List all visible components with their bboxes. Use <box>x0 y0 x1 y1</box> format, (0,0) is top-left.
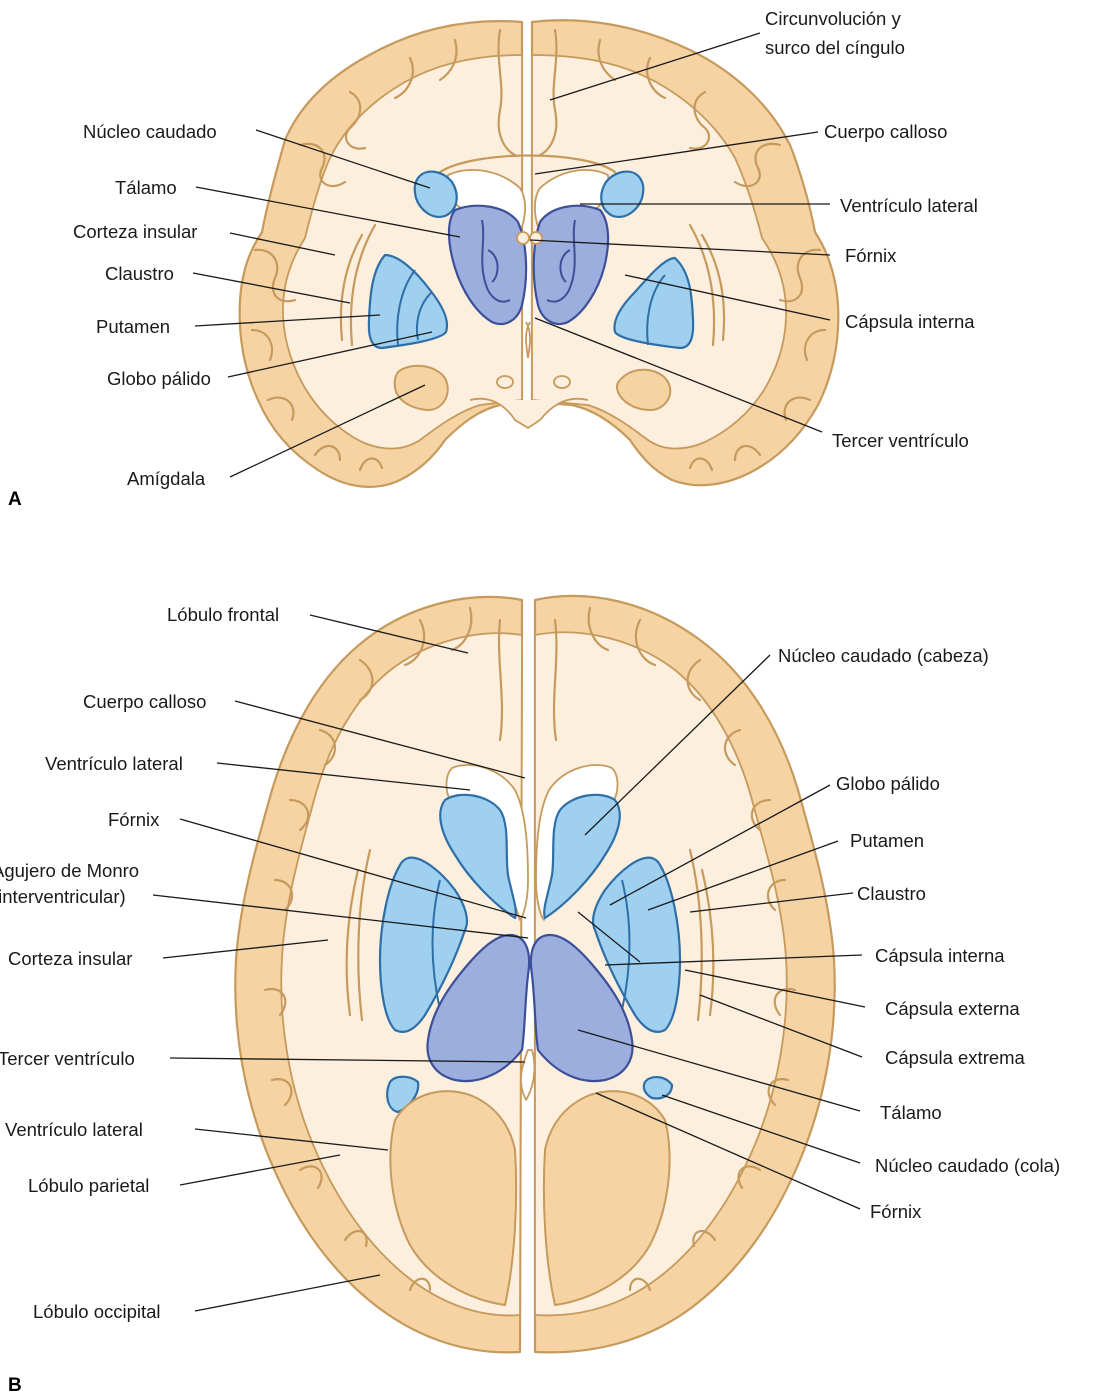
a-fornix-left <box>517 232 529 244</box>
a-label-fornix: Fórnix <box>845 245 897 266</box>
a-label-thalamus: Tálamo <box>115 177 177 198</box>
b-label-lateral-ventricle-2: Ventrículo lateral <box>5 1119 143 1140</box>
a-label-third-ventricle: Tercer ventrículo <box>832 430 969 451</box>
b-label-frontal-lobe: Lóbulo frontal <box>167 604 279 625</box>
b-label-thalamus: Tálamo <box>880 1102 942 1123</box>
a-fornix-right <box>530 232 542 244</box>
a-label-putamen: Putamen <box>96 316 170 337</box>
b-label-third-ventricle: Tercer ventrículo <box>0 1048 135 1069</box>
b-label-fornix-1: Fórnix <box>108 809 160 830</box>
panel-a-letter: A <box>8 489 22 510</box>
a-label-corpus-callosum: Cuerpo calloso <box>824 121 947 142</box>
b-caudate-tail-right[interactable] <box>644 1077 672 1098</box>
b-label-caudate-tail: Núcleo caudado (cola) <box>875 1155 1060 1176</box>
b-label-fornix-2: Fórnix <box>870 1201 922 1222</box>
b-third-ventricle <box>521 1050 535 1100</box>
b-label-putamen: Putamen <box>850 830 924 851</box>
b-label-monro-line2: (interventricular) <box>0 886 126 907</box>
b-label-lateral-ventricle-1: Ventrículo lateral <box>45 753 183 774</box>
a-third-ventricle <box>526 322 530 358</box>
a-label-cingulate-line2: surco del cíngulo <box>765 37 905 58</box>
a-label-cingulate-line1: Circunvolución y <box>765 8 901 29</box>
a-label-globus-pallidus: Globo pálido <box>107 368 211 389</box>
b-label-insula: Corteza insular <box>8 948 132 969</box>
panel-b-letter: B <box>8 1375 22 1396</box>
a-label-lateral-ventricle: Ventrículo lateral <box>840 195 978 216</box>
a-label-claustrum: Claustro <box>105 263 174 284</box>
a-label-insula: Corteza insular <box>73 221 197 242</box>
a-mammillary-left <box>497 376 513 388</box>
a-label-caudate: Núcleo caudado <box>83 121 217 142</box>
b-label-internal-capsule: Cápsula interna <box>875 945 1005 966</box>
b-label-extreme-capsule: Cápsula extrema <box>885 1047 1026 1068</box>
b-label-occipital-lobe: Lóbulo occipital <box>33 1301 161 1322</box>
b-label-corpus-callosum: Cuerpo calloso <box>83 691 206 712</box>
a-label-amygdala: Amígdala <box>127 468 206 489</box>
a-mammillary-right <box>554 376 570 388</box>
a-label-internal-capsule: Cápsula interna <box>845 311 975 332</box>
b-label-caudate-head: Núcleo caudado (cabeza) <box>778 645 989 666</box>
b-label-globus-pallidus: Globo pálido <box>836 773 940 794</box>
b-label-parietal-lobe: Lóbulo parietal <box>28 1175 149 1196</box>
b-label-claustrum: Claustro <box>857 883 926 904</box>
panel-b-labels: Lóbulo frontal Núcleo caudado (cabeza) C… <box>0 604 1060 1396</box>
panel-b-horizontal-section <box>235 596 834 1352</box>
b-label-external-capsule: Cápsula externa <box>885 998 1020 1019</box>
b-label-monro-line1: Agujero de Monro <box>0 860 139 881</box>
